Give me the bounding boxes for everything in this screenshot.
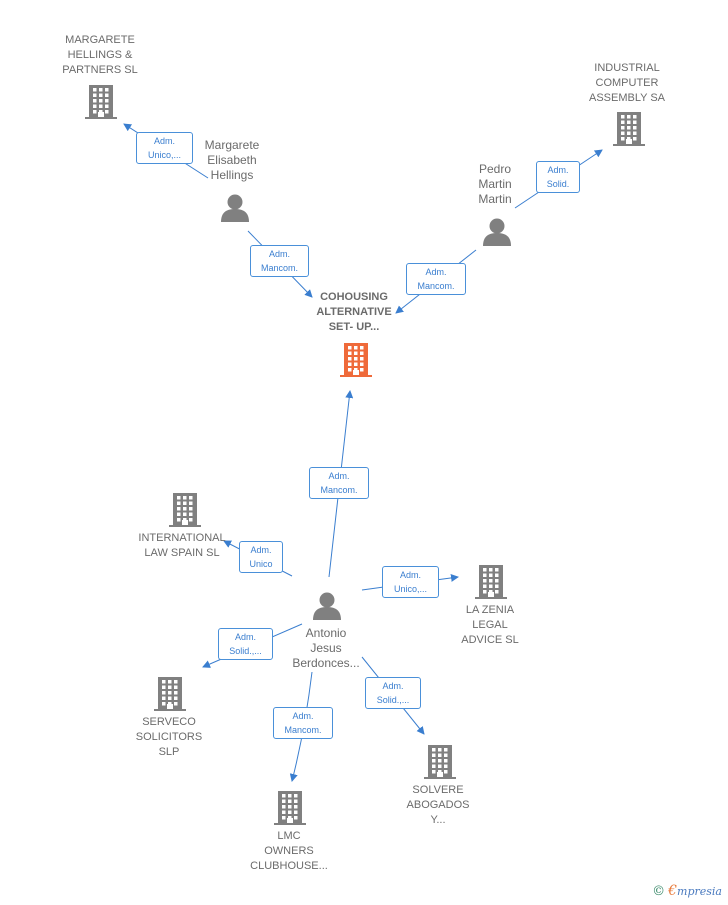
edge-label-antonio-to-serveco[interactable]: Adm. Solid.,... (218, 628, 273, 660)
node-label-lmc[interactable]: LMC OWNERS CLUBHOUSE... (250, 830, 328, 872)
brand-name: mpresia (677, 885, 722, 898)
building-icon-solvere[interactable] (424, 745, 456, 779)
person-icon-pedro[interactable] (483, 218, 511, 247)
edge-label-antonio-to-solvere[interactable]: Adm. Solid.,... (365, 677, 421, 709)
building-icon-margarete-sl[interactable] (85, 85, 117, 119)
node-label-cohousing[interactable]: COHOUSING ALTERNATIVE SET- UP... (316, 291, 392, 333)
edge-label-antonio-to-lazenia[interactable]: Adm. Unico,... (382, 566, 439, 598)
node-label-margarete-sl[interactable]: MARGARETE HELLINGS & PARTNERS SL (62, 34, 138, 76)
building-icon-lazenia[interactable] (475, 565, 507, 599)
node-label-pedro[interactable]: Pedro Martin Martin (478, 162, 512, 206)
node-label-lazenia[interactable]: LA ZENIA LEGAL ADVICE SL (461, 604, 519, 646)
edge-label-margarete-to-sl[interactable]: Adm. Unico,... (136, 132, 193, 164)
building-icon-industrial[interactable] (613, 112, 645, 146)
node-label-serveco[interactable]: SERVECO SOLICITORS SLP (135, 716, 203, 758)
building-icon-lmc[interactable] (274, 791, 306, 825)
node-label-international[interactable]: INTERNATIONAL LAW SPAIN SL (138, 532, 226, 559)
brand-initial: € (668, 883, 678, 899)
building-icon-cohousing[interactable] (340, 343, 372, 377)
copyright-icon: © (652, 884, 666, 899)
edge-label-antonio-to-lmc[interactable]: Adm. Mancom. (273, 707, 333, 739)
person-icon-antonio[interactable] (313, 592, 341, 621)
node-label-antonio[interactable]: Antonio Jesus Berdonces... (292, 626, 360, 670)
empresia-brand: ©€mpresia (652, 883, 722, 899)
node-label-industrial[interactable]: INDUSTRIAL COMPUTER ASSEMBLY SA (588, 62, 666, 104)
node-label-solvere[interactable]: SOLVERE ABOGADOS Y... (406, 784, 470, 826)
edge-label-antonio-to-cohousing[interactable]: Adm. Mancom. (309, 467, 369, 499)
building-icon-international[interactable] (169, 493, 201, 527)
edge-label-margarete-to-cohousing[interactable]: Adm. Mancom. (250, 245, 309, 277)
edge-label-pedro-to-cohousing[interactable]: Adm. Mancom. (406, 263, 466, 295)
node-label-margarete-person[interactable]: Margarete Elisabeth Hellings (204, 138, 260, 182)
person-icon-margarete[interactable] (221, 194, 249, 223)
edge-label-pedro-to-industrial[interactable]: Adm. Solid. (536, 161, 580, 193)
building-icon-serveco[interactable] (154, 677, 186, 711)
edge-label-antonio-to-international[interactable]: Adm. Unico (239, 541, 283, 573)
